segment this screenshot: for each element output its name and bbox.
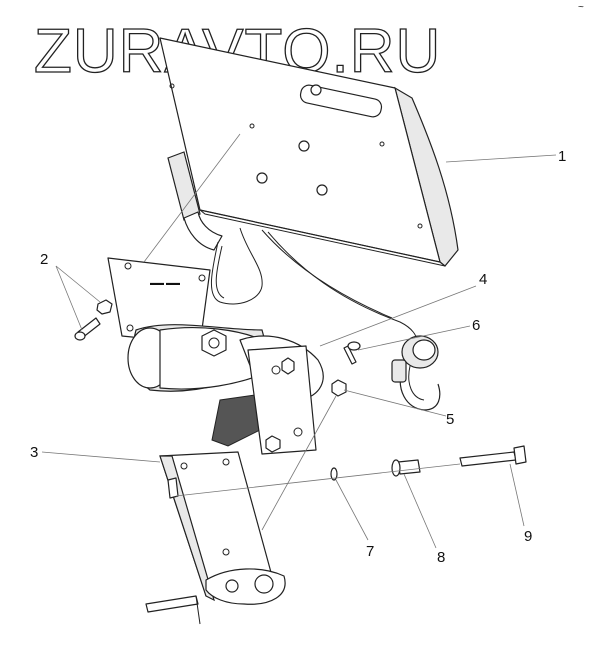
leader-2a xyxy=(55,265,101,303)
leader-8 xyxy=(403,473,437,549)
leader-4 xyxy=(319,285,477,347)
leader-7 xyxy=(335,479,369,541)
axis-line-plate xyxy=(143,133,241,263)
monitor-handle-slot xyxy=(299,84,383,118)
part-1-monitor xyxy=(159,37,459,267)
axis-line-bolt xyxy=(175,463,461,497)
callout-6: 6 xyxy=(472,317,480,334)
corner-mark: ~ xyxy=(578,2,584,13)
callout-1: 1 xyxy=(558,148,566,165)
base-bracket-rod xyxy=(145,595,199,613)
leader-1 xyxy=(445,154,557,163)
monitor-bolt-top xyxy=(298,140,310,152)
monitor-bolt-right xyxy=(316,184,328,196)
svg-text:▬▬ ▬▬: ▬▬ ▬▬ xyxy=(150,280,180,287)
callout-5: 5 xyxy=(446,411,454,428)
nut-2 xyxy=(96,299,113,315)
monitor-bolt-left xyxy=(256,172,268,184)
part-4-clamp-bracket xyxy=(247,345,317,455)
leader-6 xyxy=(357,325,471,351)
leader-9 xyxy=(509,463,525,527)
screw-6 xyxy=(343,341,361,365)
washer-7 xyxy=(330,467,338,481)
leader-3 xyxy=(41,451,161,463)
bushing-8 xyxy=(391,459,421,477)
cable-left xyxy=(210,227,263,305)
callout-2: 2 xyxy=(40,251,48,268)
callout-8: 8 xyxy=(437,549,445,566)
cable-connector xyxy=(391,335,441,411)
callout-7: 7 xyxy=(366,543,374,560)
part-3-base-bracket xyxy=(145,451,286,625)
axis-line-nut xyxy=(261,395,337,531)
leader-5 xyxy=(343,389,447,417)
leader-2b xyxy=(55,265,83,331)
cable-right xyxy=(267,231,417,343)
callout-9: 9 xyxy=(524,528,532,545)
callout-3: 3 xyxy=(30,444,38,461)
nut-5 xyxy=(331,379,347,397)
callout-4: 4 xyxy=(479,271,487,288)
bolt-9 xyxy=(459,445,527,467)
bolt-2 xyxy=(74,317,101,341)
